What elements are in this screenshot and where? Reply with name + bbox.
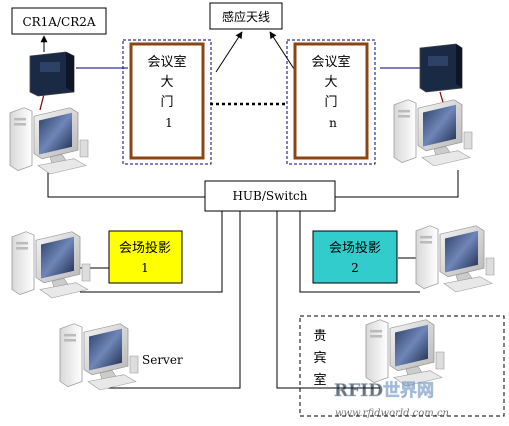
vip-room-line1: 贵 — [313, 329, 326, 344]
vip-room: 贵 宾 室 — [299, 315, 505, 417]
pc-projector-1 — [11, 231, 91, 299]
projector-1-line1: 会场投影 — [119, 240, 171, 256]
watermark-logo: RFID世界网 — [334, 381, 434, 401]
reader-device-right — [419, 43, 463, 93]
pc-projector-2 — [415, 225, 495, 293]
door-n-line4: n — [329, 116, 337, 130]
vip-room-line3: 室 — [313, 372, 326, 388]
door-n-line1: 会议室 — [311, 54, 350, 70]
watermark: RFID世界网 www.rfidworld.com.cn — [334, 381, 449, 419]
projector-1-fill — [108, 230, 183, 284]
reader-device-left — [29, 51, 75, 97]
antenna-arrow-right — [269, 31, 297, 73]
reader-model-box: CR1A/CR2A — [11, 7, 107, 35]
door-1-line1: 会议室 — [147, 54, 186, 70]
antenna-box: 感应天线 — [209, 2, 283, 30]
connection-lines — [47, 170, 459, 389]
antenna-label: 感应天线 — [222, 9, 270, 24]
door-n: 会议室 大 门 n — [286, 39, 376, 165]
door-1-line3: 门 — [160, 95, 173, 110]
vip-room-line2: 宾 — [313, 350, 326, 366]
antenna-arrow-left — [215, 31, 243, 73]
reader-pc-link-left — [39, 93, 45, 111]
door-1-line2: 大 — [160, 75, 173, 90]
projector-1-line2: 1 — [141, 261, 149, 275]
door-n-line2: 大 — [324, 75, 337, 90]
pc-left-top — [9, 107, 89, 175]
projector-2-box: 会场投影 2 — [312, 230, 398, 284]
hub-switch-label: HUB/Switch — [232, 189, 307, 203]
pc-vip — [365, 319, 445, 387]
projector-2-line2: 2 — [351, 261, 359, 275]
door-1: 会议室 大 门 1 — [122, 39, 212, 165]
projector-2-fill — [312, 230, 398, 284]
reader-model-label: CR1A/CR2A — [22, 15, 95, 29]
hub-switch-box: HUB/Switch — [204, 180, 336, 212]
pc-server — [59, 323, 139, 391]
pc-right-top — [393, 99, 473, 167]
watermark-url: www.rfidworld.com.cn — [335, 408, 449, 419]
projector-1-box: 会场投影 1 — [108, 230, 183, 284]
door-n-line3: 门 — [324, 95, 337, 110]
door-1-line4: 1 — [165, 116, 173, 130]
server-label: Server — [142, 353, 183, 367]
projector-2-line1: 会场投影 — [329, 240, 381, 256]
